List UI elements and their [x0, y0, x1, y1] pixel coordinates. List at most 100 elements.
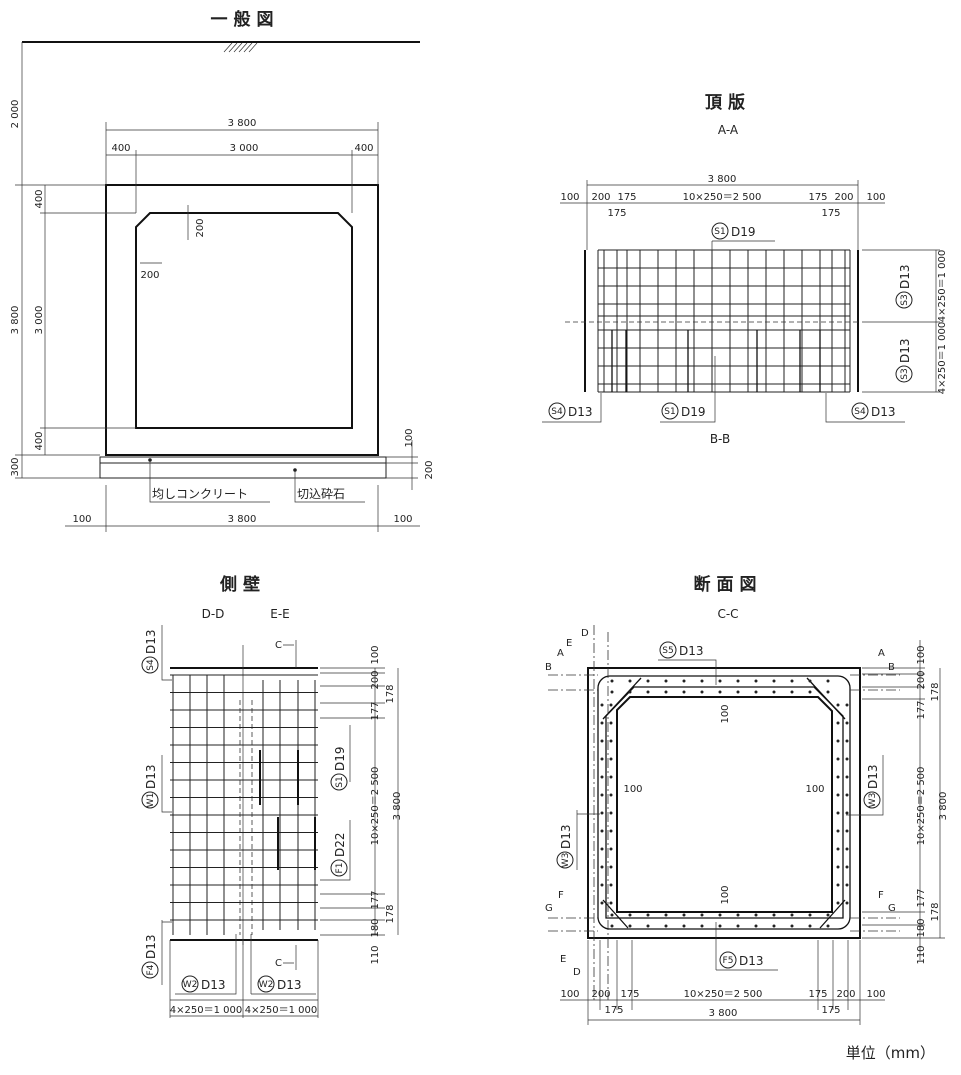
cross-section-label: C-C — [717, 607, 738, 621]
dim-h200a: 200 — [591, 989, 610, 1000]
rebar-dot — [790, 690, 794, 694]
dim-bot-right: 100 — [393, 514, 412, 525]
rebar-dot — [790, 913, 794, 917]
rebar-dot — [836, 883, 840, 887]
dim-v177a: 177 — [370, 701, 381, 720]
dim-bot-total: 3 800 — [228, 514, 257, 525]
bar-size: D13 — [739, 954, 764, 968]
rebar-dot — [826, 924, 830, 928]
rebar-dot — [600, 739, 604, 743]
dim-bottom-left: 4×250＝1 000 — [170, 1005, 242, 1016]
rebar-dot — [718, 913, 722, 917]
dim-h175a: 175 — [620, 989, 639, 1000]
bar-size: D13 — [866, 764, 880, 789]
dim-top-right: 400 — [354, 143, 373, 154]
marker-b-right: B — [888, 662, 895, 673]
rebar-dot — [790, 924, 794, 928]
dim-v110: 110 — [370, 945, 381, 964]
dim-v178a: 178 — [385, 684, 396, 703]
bar-mark: S3 — [900, 294, 910, 305]
rebar-dot — [736, 679, 740, 683]
dim-right-100: 100 — [866, 192, 885, 203]
dim-left-200: 200 — [591, 192, 610, 203]
dim-left-100: 100 — [560, 192, 579, 203]
dim-total-h: 3 800 — [709, 1008, 738, 1019]
bar-mark: W3 — [868, 793, 878, 808]
bar-mark: F5 — [723, 956, 734, 966]
leveling-concrete — [99, 456, 387, 464]
dim-chamfer-v: 200 — [195, 218, 206, 237]
rebar-dot — [754, 679, 758, 683]
callout-s1-bottom: S1 D19 — [660, 356, 716, 423]
rebar-dot — [646, 690, 650, 694]
culvert-outline — [105, 184, 379, 456]
rebar-dot — [600, 901, 604, 905]
dim-total: 3 800 — [392, 792, 403, 821]
rebar-dot — [808, 924, 812, 928]
general-view: 一般図 3 800 400 3 000 400 2 000 3 800 300 … — [10, 9, 435, 532]
bar-size: D19 — [731, 225, 756, 239]
rebar-dot — [826, 913, 830, 917]
dim-lower-v: 4×250＝1 000 — [937, 322, 948, 394]
rebar-dot — [664, 690, 668, 694]
dim-v178b: 178 — [930, 902, 941, 921]
rebar-dot — [600, 757, 604, 761]
rebar-dot — [845, 865, 849, 869]
rebar-dot — [826, 679, 830, 683]
rebar-dot — [836, 811, 840, 815]
callout-w2-right: W2 D13 — [250, 934, 316, 995]
top-slab-view: 頂版 A-A 3 800 100 200 175 175 10×250＝2 50… — [542, 92, 948, 446]
section-inner-outline — [616, 696, 833, 913]
dim-top-left: 400 — [111, 143, 130, 154]
dim-mid-v: 10×250＝2 500 — [916, 767, 927, 846]
dim-top-mid: 3 000 — [230, 143, 259, 154]
rebar-dot — [600, 865, 604, 869]
rebar-dot — [718, 924, 722, 928]
rebar-dot — [836, 901, 840, 905]
callout-s5: S5 D13 — [658, 641, 717, 685]
bar-mark: S1 — [714, 227, 725, 237]
rebar-dot — [836, 775, 840, 779]
rebar-dot — [845, 703, 849, 707]
bar-size: D13 — [144, 629, 158, 654]
bar-mark: S5 — [662, 646, 673, 656]
bar-size: D13 — [568, 405, 593, 419]
dim-v177a: 177 — [916, 700, 927, 719]
bar-mark: F1 — [335, 863, 345, 874]
rebar-dot — [700, 679, 704, 683]
cut-marker-c-top: C — [275, 640, 282, 651]
bar-mark: S1 — [335, 776, 345, 787]
dim-v200: 200 — [370, 670, 381, 689]
rebar-dot — [682, 913, 686, 917]
rebar-dot — [836, 829, 840, 833]
marker-e-top: E — [566, 638, 572, 649]
callout-f1: F1 D22 — [330, 832, 348, 877]
bar-size: D13 — [871, 405, 896, 419]
rebar-dot — [772, 924, 776, 928]
marker-d-bottom: D — [573, 967, 581, 978]
bar-size: D13 — [144, 934, 158, 959]
bar-size: D13 — [277, 978, 302, 992]
dim-v177b: 177 — [916, 888, 927, 907]
rebar-dot — [600, 829, 604, 833]
cross-section-title: 断面図 — [694, 574, 763, 595]
rebar-dot — [609, 703, 613, 707]
dim-cover: 2 000 — [10, 100, 21, 129]
dim-total: 3 800 — [708, 174, 737, 185]
rebar-dot — [628, 924, 632, 928]
rebar-dot — [736, 913, 740, 917]
rebar-dot — [682, 679, 686, 683]
rebar-dot — [646, 924, 650, 928]
cut-marker-c-bottom: C — [275, 958, 282, 969]
rebar-dot — [628, 679, 632, 683]
rebar-dot — [700, 690, 704, 694]
bar-size: D19 — [333, 746, 347, 771]
marker-b-left: B — [545, 662, 552, 673]
rebar-dot — [646, 679, 650, 683]
rebar-dot — [772, 913, 776, 917]
rebar-dot — [600, 793, 604, 797]
rebar-dot — [836, 847, 840, 851]
dim-top-total: 3 800 — [228, 118, 257, 129]
side-wall-section-e: E-E — [270, 607, 290, 621]
